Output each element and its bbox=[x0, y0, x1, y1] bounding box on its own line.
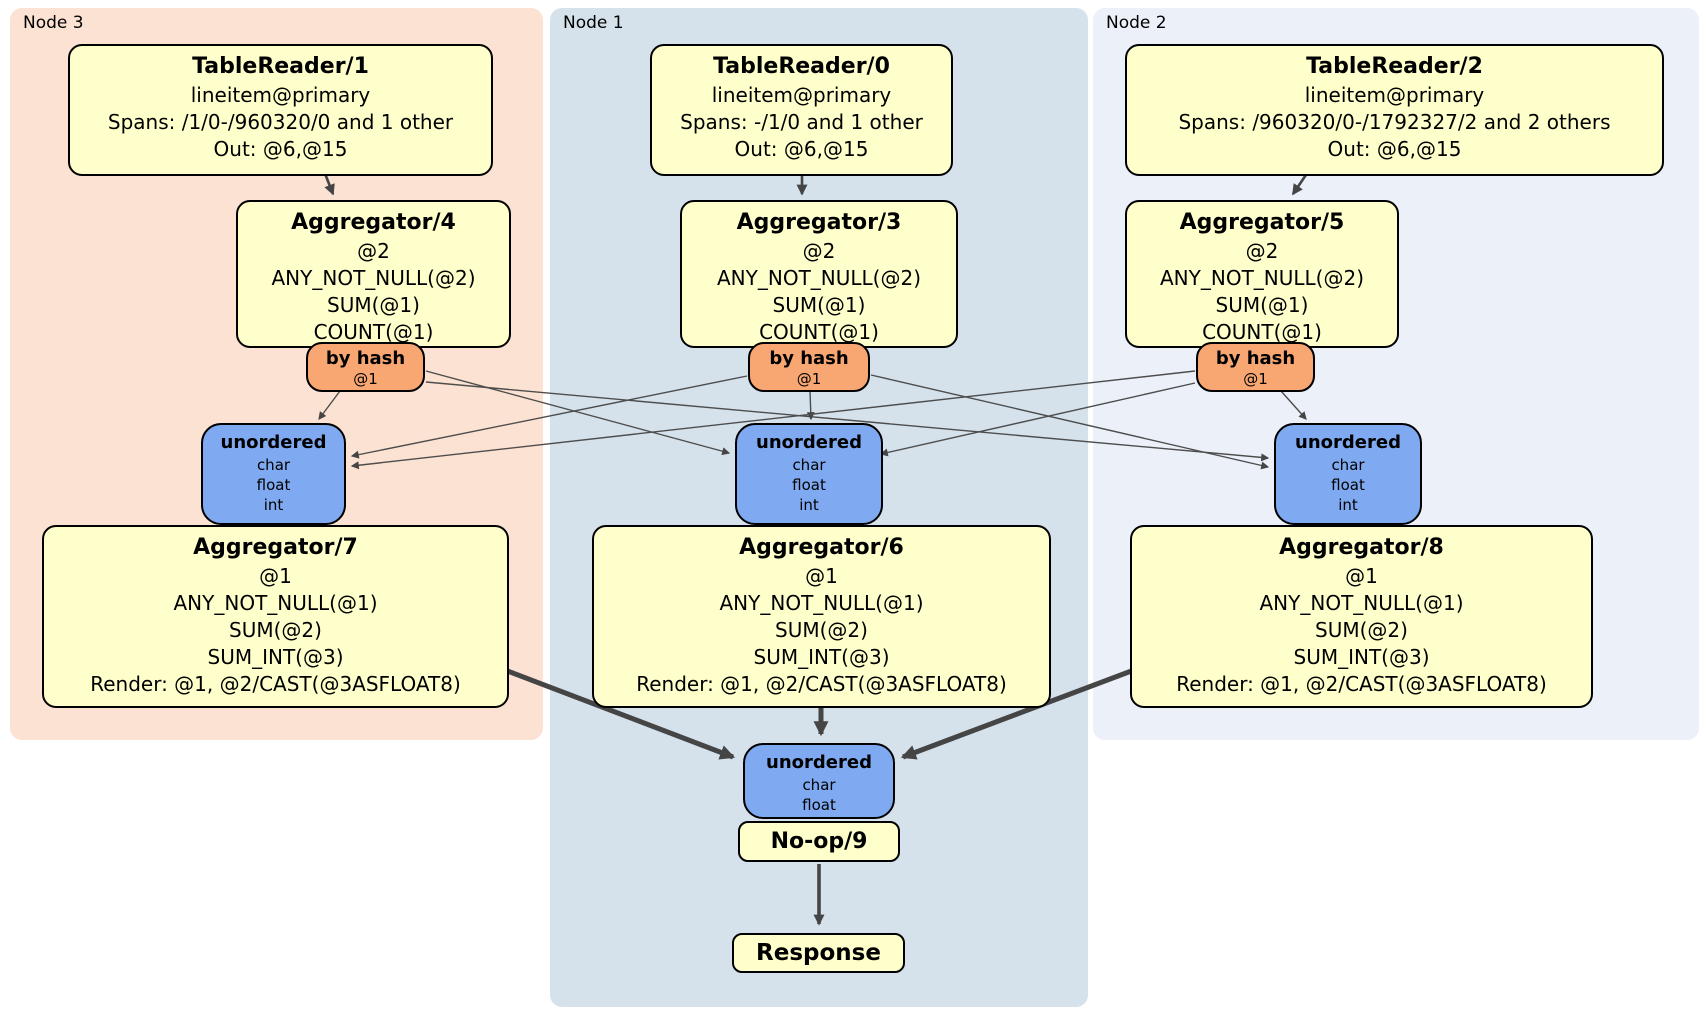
aggregator-5-box: Aggregator/5 @2 ANY_NOT_NULL(@2) SUM(@1)… bbox=[1125, 200, 1399, 348]
unordered-sync-node3: unordered char float int bbox=[201, 423, 346, 525]
tablereader-0-box: TableReader/0 lineitem@primary Spans: -/… bbox=[650, 44, 953, 176]
sync-title: unordered bbox=[756, 432, 862, 453]
processor-detail: SUM_INT(@3) bbox=[1293, 645, 1430, 669]
processor-detail: @2 bbox=[357, 239, 390, 263]
processor-title: TableReader/2 bbox=[1306, 54, 1483, 79]
processor-detail: lineitem@primary bbox=[190, 83, 371, 107]
processor-detail: COUNT(@1) bbox=[1202, 320, 1322, 344]
node1-label: Node 1 bbox=[563, 13, 624, 33]
tablereader-1-box: TableReader/1 lineitem@primary Spans: /1… bbox=[68, 44, 493, 176]
processor-detail: ANY_NOT_NULL(@1) bbox=[719, 591, 924, 615]
processor-detail: Render: @1, @2/CAST(@3ASFLOAT8) bbox=[636, 672, 1007, 696]
aggregator-3-box: Aggregator/3 @2 ANY_NOT_NULL(@2) SUM(@1)… bbox=[680, 200, 958, 348]
processor-detail: @1 bbox=[805, 564, 838, 588]
processor-detail: Spans: /960320/0-/1792327/2 and 2 others bbox=[1178, 110, 1611, 134]
router-detail: @1 bbox=[1243, 370, 1268, 388]
processor-detail: @2 bbox=[1245, 239, 1279, 263]
processor-title: Aggregator/5 bbox=[1179, 210, 1345, 235]
processor-title: Aggregator/4 bbox=[291, 210, 456, 235]
processor-detail: ANY_NOT_NULL(@2) bbox=[1160, 266, 1364, 290]
processor-detail: Render: @1, @2/CAST(@3ASFLOAT8) bbox=[90, 672, 461, 696]
sync-stream: float bbox=[1331, 476, 1365, 494]
processor-detail: lineitem@primary bbox=[1304, 83, 1485, 107]
processor-detail: ANY_NOT_NULL(@2) bbox=[717, 266, 921, 290]
processor-detail: ANY_NOT_NULL(@1) bbox=[1259, 591, 1464, 615]
processor-detail: Out: @6,@15 bbox=[213, 137, 348, 161]
sync-title: unordered bbox=[1295, 432, 1401, 453]
processor-detail: lineitem@primary bbox=[711, 83, 892, 107]
processor-detail: SUM(@1) bbox=[772, 293, 866, 317]
processor-detail: @1 bbox=[259, 564, 292, 588]
sync-title: unordered bbox=[220, 432, 327, 453]
processor-title: Aggregator/3 bbox=[736, 210, 902, 235]
sync-stream: int bbox=[799, 496, 819, 514]
sync-stream: float bbox=[792, 476, 826, 494]
sync-title: unordered bbox=[766, 752, 872, 773]
processor-detail: Spans: /1/0-/960320/0 and 1 other bbox=[107, 110, 454, 134]
sync-stream: char bbox=[256, 456, 291, 474]
router-title: by hash bbox=[1215, 348, 1296, 369]
processor-title: TableReader/1 bbox=[192, 54, 369, 79]
processor-title: Response bbox=[756, 940, 881, 966]
sync-stream: char bbox=[1331, 456, 1365, 474]
processor-detail: SUM(@2) bbox=[229, 618, 322, 642]
sync-stream: char bbox=[802, 776, 836, 794]
processor-detail: SUM_INT(@3) bbox=[207, 645, 344, 669]
tablereader-2-box: TableReader/2 lineitem@primary Spans: /9… bbox=[1125, 44, 1664, 176]
processor-detail: SUM(@1) bbox=[327, 293, 420, 317]
hash-router-node3: by hash @1 bbox=[306, 342, 425, 392]
router-title: by hash bbox=[769, 348, 849, 369]
processor-title: Aggregator/8 bbox=[1279, 535, 1444, 560]
noop-box: No-op/9 bbox=[738, 821, 900, 862]
aggregator-7-box: Aggregator/7 @1 ANY_NOT_NULL(@1) SUM(@2)… bbox=[42, 525, 509, 708]
processor-detail: SUM(@2) bbox=[775, 618, 868, 642]
processor-detail: SUM(@1) bbox=[1215, 293, 1309, 317]
sync-stream: int bbox=[1338, 496, 1358, 514]
processor-title: Aggregator/7 bbox=[193, 535, 358, 560]
hash-router-node2: by hash @1 bbox=[1196, 342, 1315, 392]
router-title: by hash bbox=[325, 348, 406, 369]
processor-detail: ANY_NOT_NULL(@1) bbox=[173, 591, 378, 615]
sync-stream: float bbox=[802, 796, 836, 814]
response-box: Response bbox=[732, 933, 905, 973]
unordered-sync-node1: unordered char float int bbox=[735, 423, 883, 525]
router-detail: @1 bbox=[796, 370, 822, 388]
processor-detail: SUM(@2) bbox=[1315, 618, 1408, 642]
sync-stream: char bbox=[792, 456, 826, 474]
processor-title: TableReader/0 bbox=[713, 54, 890, 79]
router-detail: @1 bbox=[353, 370, 378, 388]
sync-stream: float bbox=[256, 476, 291, 494]
aggregator-8-box: Aggregator/8 @1 ANY_NOT_NULL(@1) SUM(@2)… bbox=[1130, 525, 1593, 708]
hash-router-node1: by hash @1 bbox=[748, 342, 870, 392]
processor-detail: @1 bbox=[1345, 564, 1378, 588]
sync-stream: int bbox=[263, 496, 284, 514]
processor-detail: COUNT(@1) bbox=[313, 320, 434, 344]
processor-detail: COUNT(@1) bbox=[759, 320, 879, 344]
node3-label: Node 3 bbox=[23, 13, 84, 33]
aggregator-6-box: Aggregator/6 @1 ANY_NOT_NULL(@1) SUM(@2)… bbox=[592, 525, 1051, 708]
processor-detail: SUM_INT(@3) bbox=[753, 645, 890, 669]
node2-label: Node 2 bbox=[1106, 13, 1167, 33]
processor-detail: Spans: -/1/0 and 1 other bbox=[680, 110, 923, 134]
processor-detail: Out: @6,@15 bbox=[1327, 137, 1462, 161]
processor-detail: @2 bbox=[802, 239, 836, 263]
processor-detail: Out: @6,@15 bbox=[734, 137, 869, 161]
processor-title: No-op/9 bbox=[770, 829, 868, 854]
processor-detail: Render: @1, @2/CAST(@3ASFLOAT8) bbox=[1176, 672, 1547, 696]
unordered-sync-node2: unordered char float int bbox=[1274, 423, 1422, 525]
processor-detail: ANY_NOT_NULL(@2) bbox=[271, 266, 476, 290]
unordered-sync-final: unordered char float bbox=[743, 743, 895, 819]
aggregator-4-box: Aggregator/4 @2 ANY_NOT_NULL(@2) SUM(@1)… bbox=[236, 200, 511, 348]
processor-title: Aggregator/6 bbox=[739, 535, 904, 560]
